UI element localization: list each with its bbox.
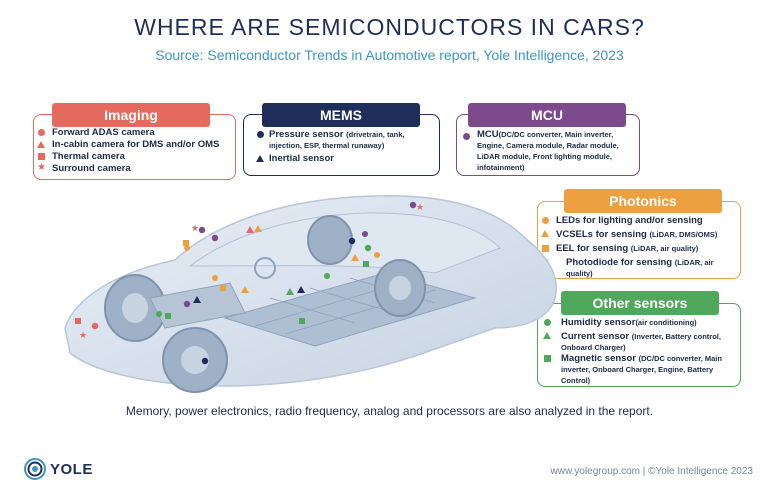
other-sensors-item-detail: (DC/DC converter, Main inverter, Onboard… bbox=[561, 354, 722, 385]
photonics-item: LEDs for lighting and/or sensing bbox=[556, 215, 703, 226]
yole-logo-icon bbox=[24, 458, 46, 480]
front-right-wheel-shape bbox=[307, 215, 353, 265]
other-sensors-header: Other sensors bbox=[561, 291, 719, 315]
yole-logo: YOLE bbox=[24, 458, 92, 485]
photonics-marker bbox=[254, 225, 262, 232]
mcu-marker bbox=[198, 226, 206, 234]
other-marker bbox=[363, 261, 369, 267]
square-marker-icon bbox=[38, 153, 45, 160]
imaging-item: Forward ADAS camera bbox=[52, 127, 155, 138]
other-sensors-item-label: Humidity sensor bbox=[561, 317, 636, 328]
mcu-item: MCU(DC/DC converter, Main inverter, Engi… bbox=[477, 129, 637, 173]
circle-marker-icon bbox=[544, 319, 551, 326]
photonics-marker bbox=[374, 252, 380, 258]
photonics-marker bbox=[183, 240, 189, 246]
page-subtitle: Source: Semiconductor Trends in Automoti… bbox=[155, 47, 624, 63]
mems-item-detail: (drivetrain, tank, injection, ESP, therm… bbox=[269, 130, 405, 150]
rear-right-wheel-hub-shape bbox=[389, 276, 411, 300]
photonics-item-detail: (LiDAR, air quality) bbox=[630, 244, 699, 253]
square-marker-icon bbox=[544, 355, 551, 362]
mems-marker bbox=[348, 237, 356, 245]
triangle-marker-icon bbox=[543, 332, 551, 339]
other-sensors-item-detail: (Inverter, Battery control, Onboard Char… bbox=[561, 332, 721, 352]
front-suspension-shape bbox=[149, 282, 246, 329]
copyright-text: www.yolegroup.com | ©Yole Intelligence 2… bbox=[550, 466, 754, 477]
photonics-marker bbox=[212, 275, 218, 281]
triangle-marker-icon bbox=[37, 141, 45, 148]
mcu-item-detail: (DC/DC converter, Main inverter, Engine,… bbox=[477, 130, 619, 172]
imaging-marker: ★ bbox=[79, 330, 87, 340]
circle-marker-icon bbox=[463, 133, 470, 140]
other-sensors-item-label: Current sensor bbox=[561, 331, 630, 342]
mems-item: Pressure sensor (drivetrain, tank, injec… bbox=[269, 129, 429, 151]
mcu-marker bbox=[183, 300, 191, 308]
mcu-marker bbox=[211, 234, 219, 242]
front-left-wheel-hub-shape bbox=[122, 293, 148, 323]
star-marker-icon: ★ bbox=[37, 162, 46, 173]
photonics-marker bbox=[184, 245, 190, 251]
other-marker bbox=[156, 311, 162, 317]
mems-item-label: Pressure sensor bbox=[269, 129, 344, 140]
photonics-item: Photodiode for sensing (LiDAR, air quali… bbox=[566, 257, 736, 279]
mems-marker bbox=[297, 286, 305, 293]
other-sensors-item-label: Magnetic sensor bbox=[561, 353, 636, 364]
mcu-marker bbox=[409, 201, 417, 209]
photonics-item-detail: (LiDAR, DMS/OMS) bbox=[649, 230, 718, 239]
battery-grid-shape bbox=[254, 277, 436, 335]
mcu-item-label: MCU bbox=[477, 129, 499, 140]
photonics-item-detail: (LiDAR, air quality) bbox=[566, 258, 714, 278]
photonics-marker bbox=[220, 285, 226, 291]
other-sensors-box bbox=[537, 303, 741, 387]
page-title: WHERE ARE SEMICONDUCTORS IN CARS? bbox=[134, 14, 645, 40]
imaging-marker: ★ bbox=[191, 223, 199, 233]
circle-marker-icon bbox=[38, 129, 45, 136]
photonics-marker bbox=[351, 254, 359, 261]
imaging-marker bbox=[246, 226, 254, 233]
triangle-marker-icon bbox=[256, 155, 264, 162]
other-marker bbox=[364, 244, 372, 252]
imaging-marker bbox=[75, 318, 81, 324]
circle-marker-icon bbox=[257, 131, 264, 138]
imaging-item: Thermal camera bbox=[52, 151, 125, 162]
imaging-marker: ★ bbox=[416, 202, 424, 212]
photonics-header: Photonics bbox=[564, 189, 722, 213]
photonics-item-label: VCSELs for sensing bbox=[556, 229, 647, 240]
logo-text: YOLE bbox=[50, 461, 93, 478]
mems-marker bbox=[193, 296, 201, 303]
other-sensors-item: Current sensor (Inverter, Battery contro… bbox=[561, 331, 733, 353]
circle-marker-icon bbox=[542, 217, 549, 224]
other-sensors-item: Humidity sensor(air conditioning) bbox=[561, 317, 697, 328]
imaging-item: In-cabin camera for DMS and/or OMS bbox=[52, 139, 220, 150]
photonics-item: VCSELs for sensing (LiDAR, DMS/OMS) bbox=[556, 229, 717, 240]
mems-header: MEMS bbox=[262, 103, 420, 127]
other-sensors-item-detail: (air conditioning) bbox=[635, 318, 697, 327]
other-marker bbox=[324, 273, 330, 279]
triangle-marker-icon bbox=[541, 230, 549, 237]
car-illustration: ★ ★ ★ bbox=[64, 195, 557, 393]
other-marker bbox=[299, 318, 305, 324]
square-marker-icon bbox=[542, 245, 549, 252]
imaging-marker bbox=[91, 322, 99, 330]
other-sensors-item: Magnetic sensor (DC/DC converter, Main i… bbox=[561, 353, 735, 386]
imaging-header: Imaging bbox=[52, 103, 210, 127]
imaging-item: Surround camera bbox=[52, 163, 131, 174]
footer-note: Memory, power electronics, radio frequen… bbox=[125, 404, 654, 418]
photonics-item-label: Photodiode for sensing bbox=[566, 257, 673, 268]
photonics-box bbox=[537, 201, 741, 279]
photonics-item: EEL for sensing (LiDAR, air quality) bbox=[556, 243, 698, 254]
mcu-header: MCU bbox=[468, 103, 626, 127]
mems-item: Inertial sensor bbox=[269, 153, 334, 164]
photonics-marker bbox=[241, 286, 249, 293]
rear-left-wheel-hub-shape bbox=[181, 346, 209, 374]
other-marker bbox=[286, 288, 294, 295]
other-marker bbox=[165, 313, 171, 319]
mcu-marker bbox=[362, 231, 368, 237]
photonics-item-label: EEL for sensing bbox=[556, 243, 629, 254]
steering-wheel-shape bbox=[254, 257, 276, 279]
mems-marker bbox=[201, 357, 209, 365]
